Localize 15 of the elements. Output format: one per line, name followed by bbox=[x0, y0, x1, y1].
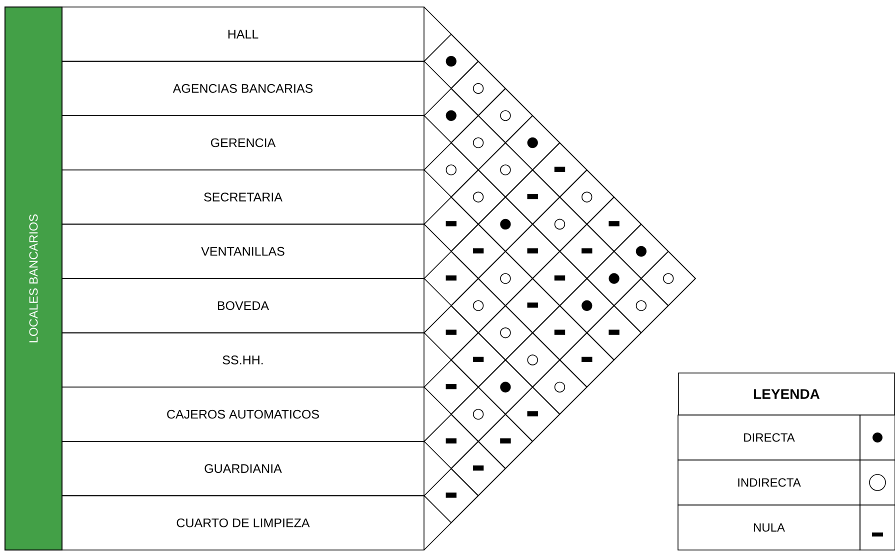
legend-row: NULA bbox=[678, 504, 860, 550]
room-row: GERENCIA bbox=[62, 115, 424, 170]
room-row: VENTANILLAS bbox=[62, 224, 424, 279]
room-row: GUARDIANIA bbox=[62, 441, 424, 496]
room-row: SECRETARIA bbox=[62, 170, 424, 225]
legend-row: INDIRECTA bbox=[678, 460, 860, 506]
room-row: SS.HH. bbox=[62, 332, 424, 388]
category-band: LOCALES BANCARIOS bbox=[4, 6, 62, 550]
room-row: HALL bbox=[62, 6, 424, 62]
room-row: CAJEROS AUTOMATICOS bbox=[62, 386, 424, 442]
room-row: BOVEDA bbox=[62, 278, 424, 334]
legend-heading: LEYENDA bbox=[678, 372, 895, 416]
room-row: AGENCIAS BANCARIAS bbox=[62, 60, 424, 116]
legend-row: DIRECTA bbox=[678, 414, 860, 460]
room-row: CUARTO DE LIMPIEZA bbox=[62, 495, 424, 550]
